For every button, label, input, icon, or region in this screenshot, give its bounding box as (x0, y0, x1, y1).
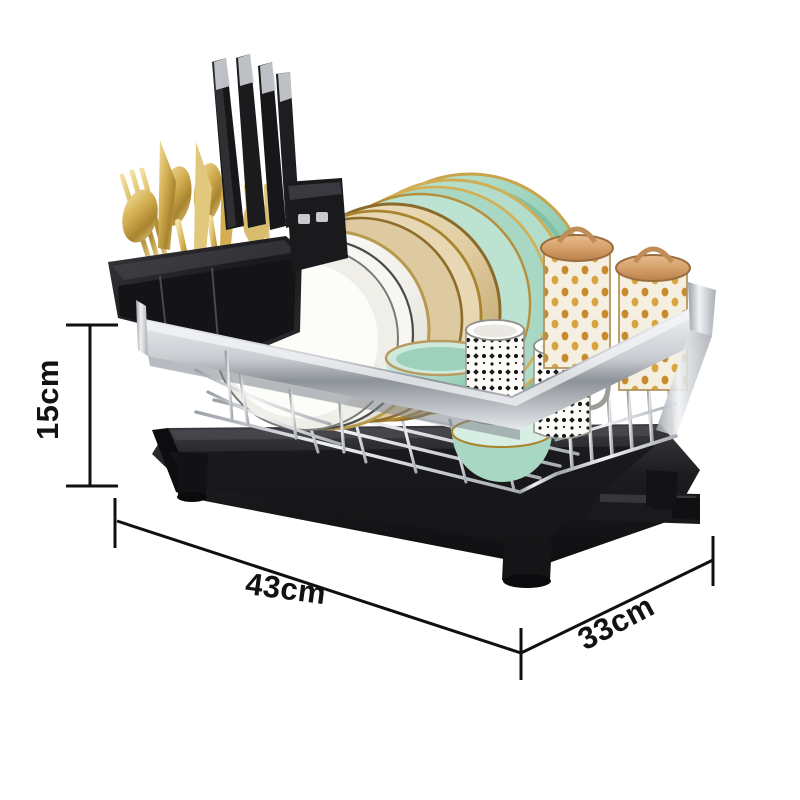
wire-basket-back-rail (136, 282, 716, 436)
rack-feet (177, 452, 678, 588)
gold-canister-left (540, 226, 614, 369)
dimension-line-height (66, 323, 118, 488)
dimension-line-width (113, 498, 523, 680)
dimension-label-height: 15cm (30, 359, 65, 440)
wire-bottom-rail (518, 434, 678, 494)
dimension-line-depth (520, 536, 715, 655)
wire-front-grid (194, 350, 346, 454)
cutlery-caddy (108, 178, 348, 352)
black-handled-knives (212, 54, 300, 230)
